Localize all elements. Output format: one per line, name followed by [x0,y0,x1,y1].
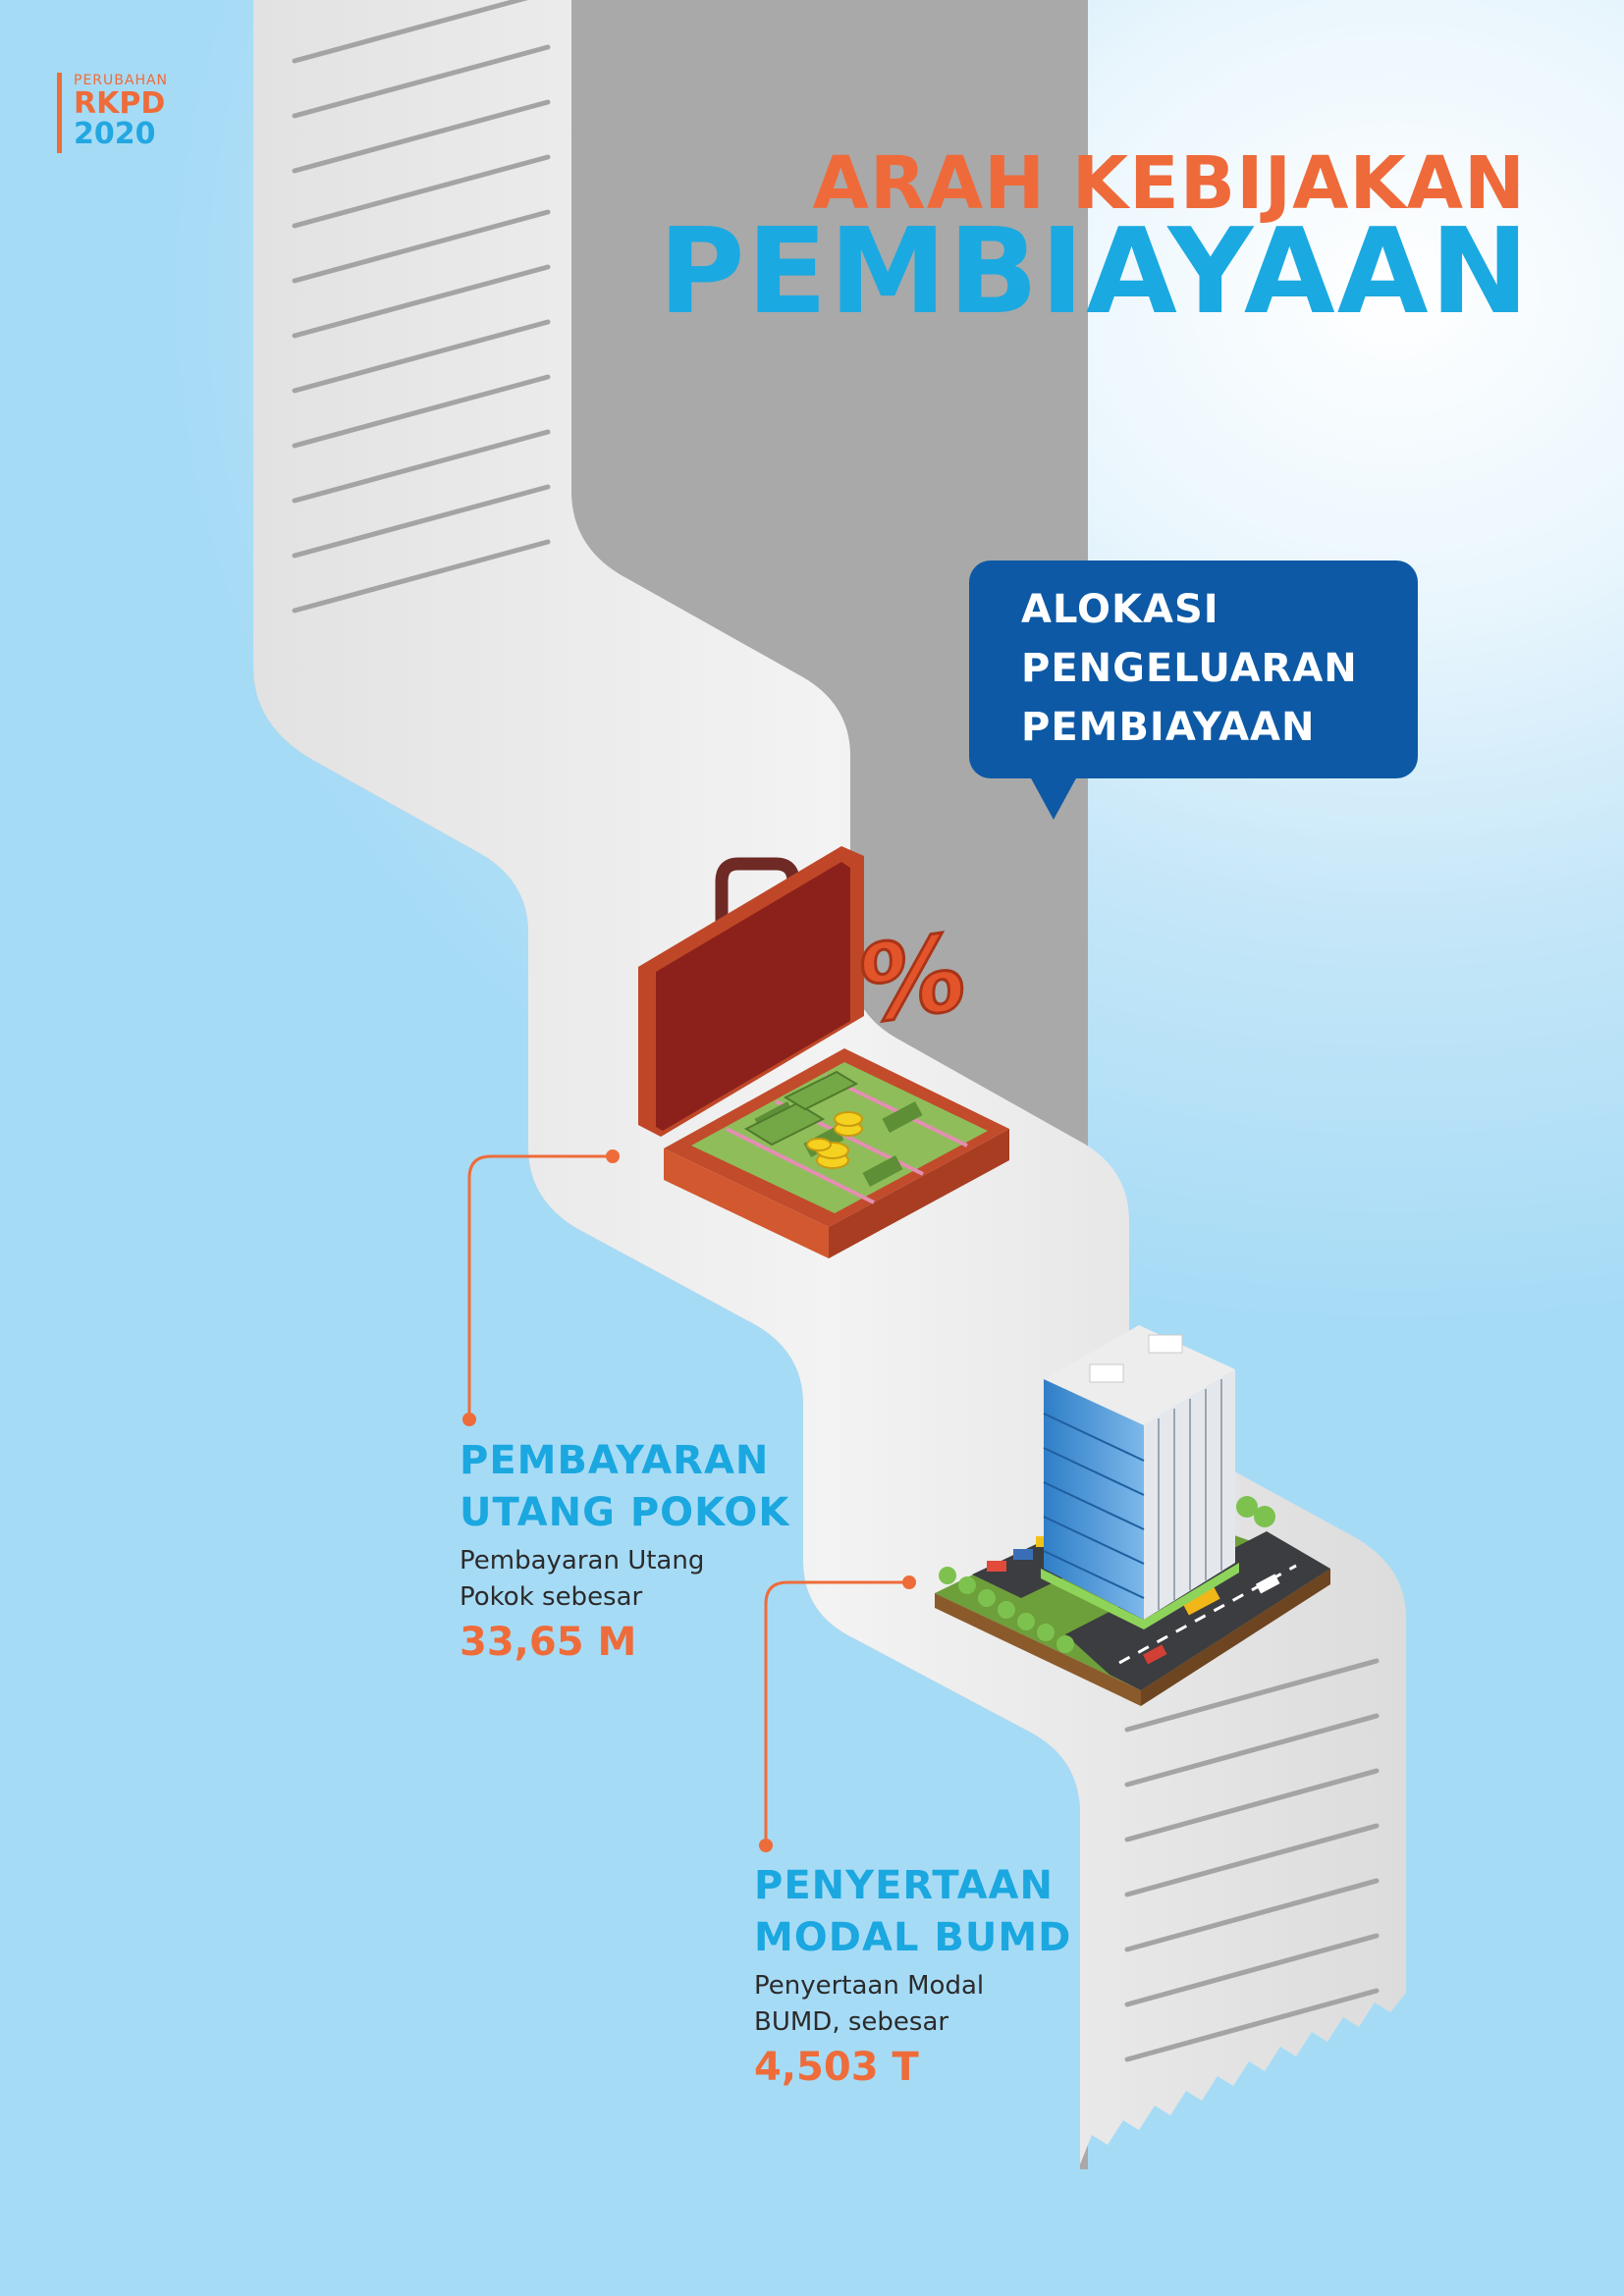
section-desc-line: Pokok sebesar [460,1582,643,1612]
section-title: PEMBAYARAN UTANG POKOK [460,1435,789,1539]
receipt-lines-bottom [1124,1658,1380,2062]
callout-line: PEMBIAYAAN [1021,705,1316,750]
logo-line-year: 2020 [74,117,156,151]
section-title-line: PEMBAYARAN [460,1438,770,1483]
connector-lines [467,1154,909,1845]
connector-dot [759,1839,773,1852]
rkpd-logo: PERUBAHAN RKPD 2020 [57,73,168,153]
logo-line-rkpd: RKPD [74,86,166,121]
section-desc-line: Penyertaan Modal [754,1971,985,2001]
office-building-icon [935,1325,1330,1706]
section-title-line: MODAL BUMD [754,1915,1072,1960]
connector-dot [902,1575,916,1589]
section-value: 4,503 T [754,2045,919,2090]
callout-bubble: ALOKASI PENGELUARAN PEMBIAYAAN [969,561,1418,778]
section-description: Pembayaran Utang Pokok sebesar [460,1543,789,1616]
connector-dot [462,1413,476,1426]
section-title: PENYERTAAN MODAL BUMD [754,1860,1071,1964]
receipt-lines-top [292,0,551,614]
connector-dot [606,1149,620,1163]
callout-line: PENGELUARAN [1021,646,1358,691]
briefcase-money-icon: % [638,846,1009,1258]
callout-text: ALOKASI PENGELUARAN PEMBIAYAAN [1021,580,1358,757]
section-description: Penyertaan Modal BUMD, sebesar [754,1968,1071,2041]
title-top: ARAH KEBIJAKAN [812,141,1526,226]
section-title-line: PENYERTAAN [754,1863,1054,1908]
logo-line-perubahan: PERUBAHAN [74,73,169,88]
section-desc-line: Pembayaran Utang [460,1546,705,1575]
section-desc-line: BUMD, sebesar [754,2007,949,2037]
callout-tail [1030,776,1077,820]
callout-line: ALOKASI [1021,587,1219,632]
percent-symbol: % [859,909,965,1048]
section-utang-pokok: PEMBAYARAN UTANG POKOK Pembayaran Utang … [460,1435,789,1665]
section-modal-bumd: PENYERTAAN MODAL BUMD Penyertaan Modal B… [754,1860,1071,2090]
page-title: PEMBIAYAAN [658,204,1531,341]
section-value: 33,65 M [460,1620,637,1665]
section-title-line: UTANG POKOK [460,1490,790,1535]
